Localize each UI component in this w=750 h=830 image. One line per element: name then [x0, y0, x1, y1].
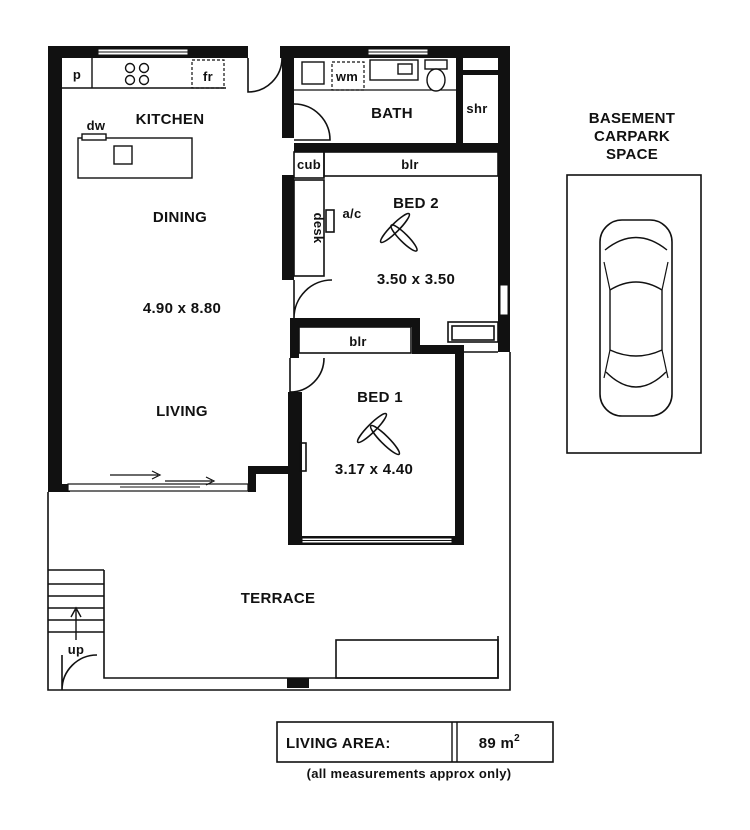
dishwasher-label: dw — [87, 118, 106, 133]
stairs-up-label: up — [68, 642, 84, 657]
boiler-bed2-label: blr — [401, 157, 419, 172]
carpark-title-line3: SPACE — [606, 146, 658, 163]
desk-label: desk — [311, 213, 326, 244]
windows — [97, 48, 509, 544]
sliding-door — [67, 470, 249, 492]
main-dims-label: 4.90 x 8.80 — [143, 300, 221, 317]
living-label: LIVING — [156, 403, 208, 420]
bath-label: BATH — [371, 105, 413, 122]
living-area-number: 89 m — [479, 735, 514, 752]
dining-label: DINING — [153, 209, 207, 226]
bed2-dims-label: 3.50 x 3.50 — [377, 271, 455, 288]
kitchen-fixtures — [62, 58, 226, 179]
bed1-dims-label: 3.17 x 4.40 — [335, 461, 413, 478]
ceiling-fan-bed1 — [356, 412, 401, 456]
doors — [61, 57, 333, 691]
living-area-box — [276, 721, 554, 763]
living-area-unit-sup: 2 — [514, 733, 520, 744]
fridge-label: fr — [203, 69, 213, 84]
bed1-label: BED 1 — [357, 389, 403, 406]
terrace-label: TERRACE — [241, 590, 316, 607]
carpark-box — [566, 174, 702, 454]
carpark-title-line1: BASEMENT — [589, 110, 676, 127]
boiler-bed1-label: blr — [349, 334, 367, 349]
ceiling-fan-bed2 — [379, 212, 418, 252]
shower-label: shr — [466, 101, 487, 116]
pantry-label: p — [73, 67, 81, 82]
living-area-label: LIVING AREA: — [286, 735, 391, 752]
living-area-value: 89 m2 — [479, 733, 520, 752]
cupboard-label: cub — [297, 157, 321, 172]
car-icon — [599, 219, 673, 417]
measurement-note: (all measurements approx only) — [307, 766, 512, 781]
bath-fixtures — [293, 59, 499, 472]
carpark-title-line2: CARPARK — [594, 128, 670, 145]
bed2-label: BED 2 — [393, 195, 439, 212]
kitchen-label: KITCHEN — [136, 111, 205, 128]
washing-machine-label: wm — [335, 69, 358, 84]
terrace-outline — [47, 351, 511, 691]
aircon-label: a/c — [343, 206, 362, 221]
